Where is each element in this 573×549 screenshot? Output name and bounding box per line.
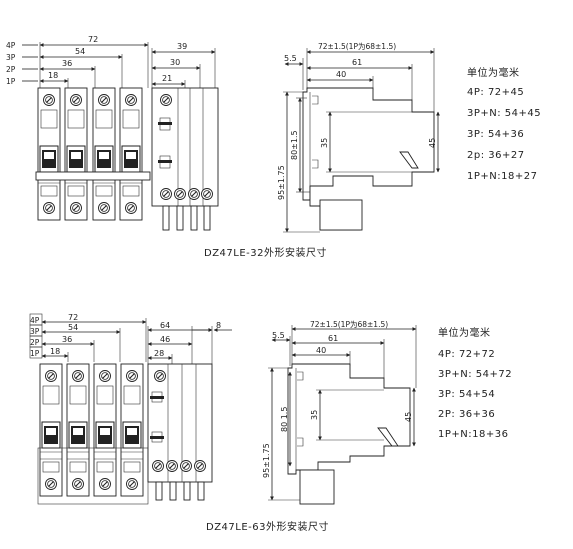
dim-5-5: 5.5 — [284, 54, 297, 63]
dim-45: 45 — [404, 412, 413, 422]
dim-leakage-30: 30 — [170, 58, 180, 67]
dim-leakage-8: 8 — [216, 321, 221, 330]
spec-item: 1P+N:18+27 — [467, 171, 537, 182]
spec-item: 1P+N:18+36 — [438, 429, 508, 440]
dim-width-4p: 72 — [68, 313, 78, 322]
dim-80: 80±1.5 — [290, 130, 299, 160]
caption-top: DZ47LE-32外形安装尺寸 — [204, 246, 327, 259]
dim-45: 45 — [428, 138, 437, 148]
spec-title: 单位为毫米 — [438, 326, 491, 339]
spec-title: 单位为毫米 — [467, 66, 520, 79]
dim-width-4p: 72 — [88, 35, 98, 44]
spec-item: 4P: 72+72 — [438, 349, 495, 360]
dim-95: 95±1.75 — [277, 165, 286, 200]
dim-width-1p: 18 — [48, 71, 58, 80]
bottom-side-view: 5.5 72±1.5(1P为68±1.5) 61 40 35 80 1.5 95… — [262, 319, 417, 505]
spec-item: 3P+N: 54+45 — [467, 108, 541, 119]
spec-list-top: 单位为毫米 4P: 72+45 3P+N: 54+45 3P: 54+36 2p… — [467, 66, 541, 182]
dim-width-3p: 54 — [68, 323, 78, 332]
dim-width-2p: 36 — [62, 335, 72, 344]
dim-72-depth: 72±1.5(1P为68±1.5) — [310, 319, 388, 329]
bottom-front-view: 4P 3P 2P 1P 72 54 36 18 64 8 46 28 — [29, 313, 232, 505]
spec-item: 3P: 54+36 — [467, 129, 524, 140]
dim-40: 40 — [336, 70, 346, 79]
pole-label-4p: 4P — [6, 41, 16, 50]
pole-label-3p: 3P — [30, 327, 40, 336]
dim-leakage-39: 39 — [177, 42, 187, 51]
caption-bottom: DZ47LE-63外形安装尺寸 — [206, 520, 329, 533]
pole-label-3p: 3P — [6, 53, 16, 62]
dim-5-5: 5.5 — [272, 331, 285, 340]
dim-80: 80 1.5 — [280, 407, 289, 432]
dim-width-3p: 54 — [75, 47, 85, 56]
top-side-view: 5.5 72±1.5(1P为68±1.5) 61 40 35 80±1.5 95… — [277, 41, 440, 233]
spec-list-bottom: 单位为毫米 4P: 72+72 3P+N: 54+72 3P: 54+54 2P… — [438, 326, 512, 440]
dim-61: 61 — [328, 334, 338, 343]
dim-35: 35 — [320, 138, 329, 148]
spec-item: 3P+N: 54+72 — [438, 369, 512, 380]
pole-label-2p: 2P — [6, 65, 16, 74]
pole-label-2p: 2P — [30, 338, 40, 347]
dim-leakage-21: 21 — [162, 74, 172, 83]
pole-label-1p: 1P — [30, 349, 40, 358]
spec-item: 2P: 36+36 — [438, 409, 495, 420]
dim-leakage-64: 64 — [160, 321, 170, 330]
pole-label-1p: 1P — [6, 77, 16, 86]
dim-40: 40 — [316, 346, 326, 355]
pole-label-4p: 4P — [30, 316, 40, 325]
spec-item: 2p: 36+27 — [467, 150, 525, 161]
dim-35: 35 — [310, 410, 319, 420]
dim-95: 95±1.75 — [262, 443, 271, 478]
dim-61: 61 — [352, 58, 362, 67]
top-front-view: 4P 3P 2P 1P 72 54 36 18 39 30 21 — [6, 35, 219, 231]
spec-item: 4P: 72+45 — [467, 87, 524, 98]
dim-width-2p: 36 — [62, 59, 72, 68]
dim-width-1p: 18 — [50, 347, 60, 356]
dim-leakage-28: 28 — [154, 349, 164, 358]
dim-leakage-46: 46 — [160, 335, 170, 344]
dim-72-depth: 72±1.5(1P为68±1.5) — [318, 41, 396, 51]
spec-item: 3P: 54+54 — [438, 389, 495, 400]
